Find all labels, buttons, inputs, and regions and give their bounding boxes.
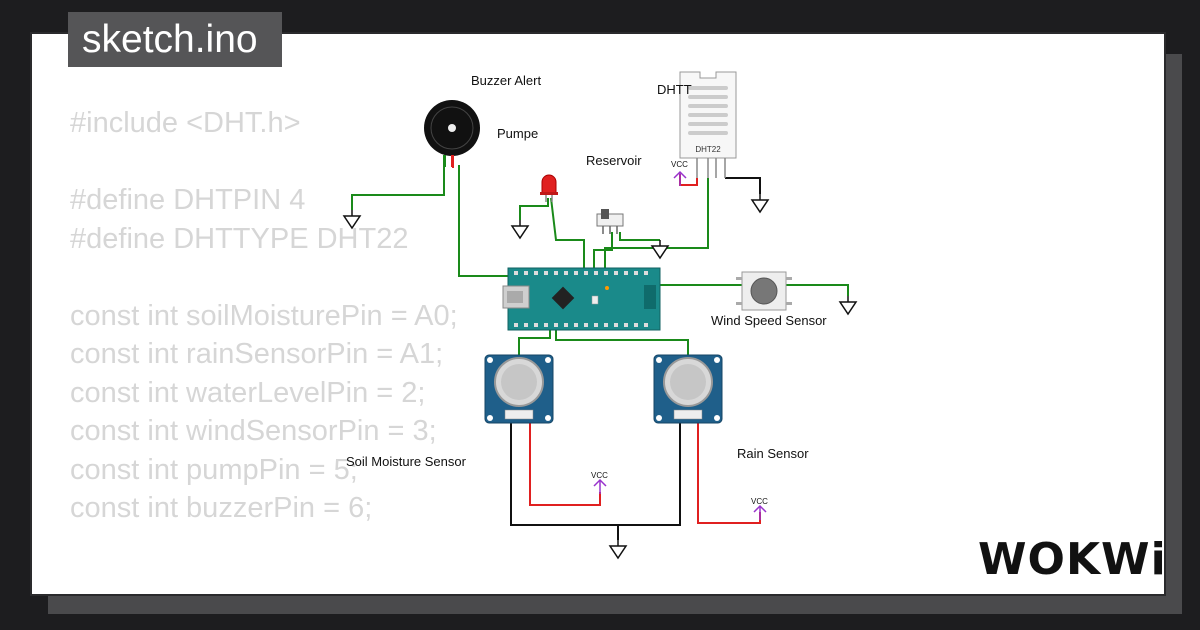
wokwi-logo: WOKWi <box>978 534 1167 585</box>
label-reservoir: Reservoir <box>586 153 642 168</box>
file-title: sketch.ino <box>68 12 282 67</box>
ground-symbol <box>651 239 669 259</box>
label-dht: DHTT <box>657 82 692 97</box>
black-wires <box>510 177 761 540</box>
code-background: #include <DHT.h> #define DHTPIN 4 #defin… <box>70 104 458 528</box>
label-rain-sensor: Rain Sensor <box>737 446 809 461</box>
code-line: const int buzzerPin = 6; <box>70 492 373 524</box>
slide-switch-component[interactable] <box>596 209 624 234</box>
vcc-label: VCC <box>671 160 688 169</box>
vcc-label: VCC <box>591 471 608 480</box>
ground-symbol <box>609 539 627 559</box>
label-pump: Pumpe <box>497 126 538 141</box>
dht22-chip-label: DHT22 <box>695 145 721 154</box>
code-line: const int waterLevelPin = 2; <box>70 376 426 409</box>
ground-symbol <box>839 295 857 315</box>
vcc-label: VCC <box>751 497 768 506</box>
code-line: #define DHTPIN 4 <box>70 184 306 216</box>
green-wires <box>351 165 849 358</box>
vcc-symbol <box>673 171 687 187</box>
code-line: const int pumpPin = 5; <box>70 453 358 486</box>
ground-symbol <box>511 219 529 239</box>
arduino-nano-board[interactable] <box>502 267 661 331</box>
label-soil-moisture-sensor: Soil Moisture Sensor <box>346 454 467 469</box>
dht22-component[interactable]: DHT22 <box>679 71 737 178</box>
buzzer-component[interactable] <box>424 100 480 167</box>
vcc-symbol <box>753 505 767 521</box>
ground-symbol <box>343 209 361 229</box>
code-line: #define DHTTYPE DHT22 <box>70 222 409 255</box>
code-line: const int soilMoisturePin = A0; <box>70 299 458 332</box>
vcc-symbol <box>593 479 607 495</box>
label-wind-speed-sensor: Wind Speed Sensor <box>711 313 827 328</box>
soil-moisture-sensor-module[interactable] <box>484 354 554 424</box>
label-buzzer-alert: Buzzer Alert <box>471 73 541 88</box>
code-line: const int rainSensorPin = A1; <box>70 338 444 370</box>
pushbutton-component[interactable] <box>736 271 792 311</box>
led-component[interactable] <box>540 174 558 202</box>
code-line: const int windSensorPin = 3; <box>70 415 437 447</box>
ground-symbol <box>751 193 769 213</box>
rain-sensor-module[interactable] <box>653 354 723 424</box>
code-line: #include <DHT.h> <box>70 107 301 139</box>
